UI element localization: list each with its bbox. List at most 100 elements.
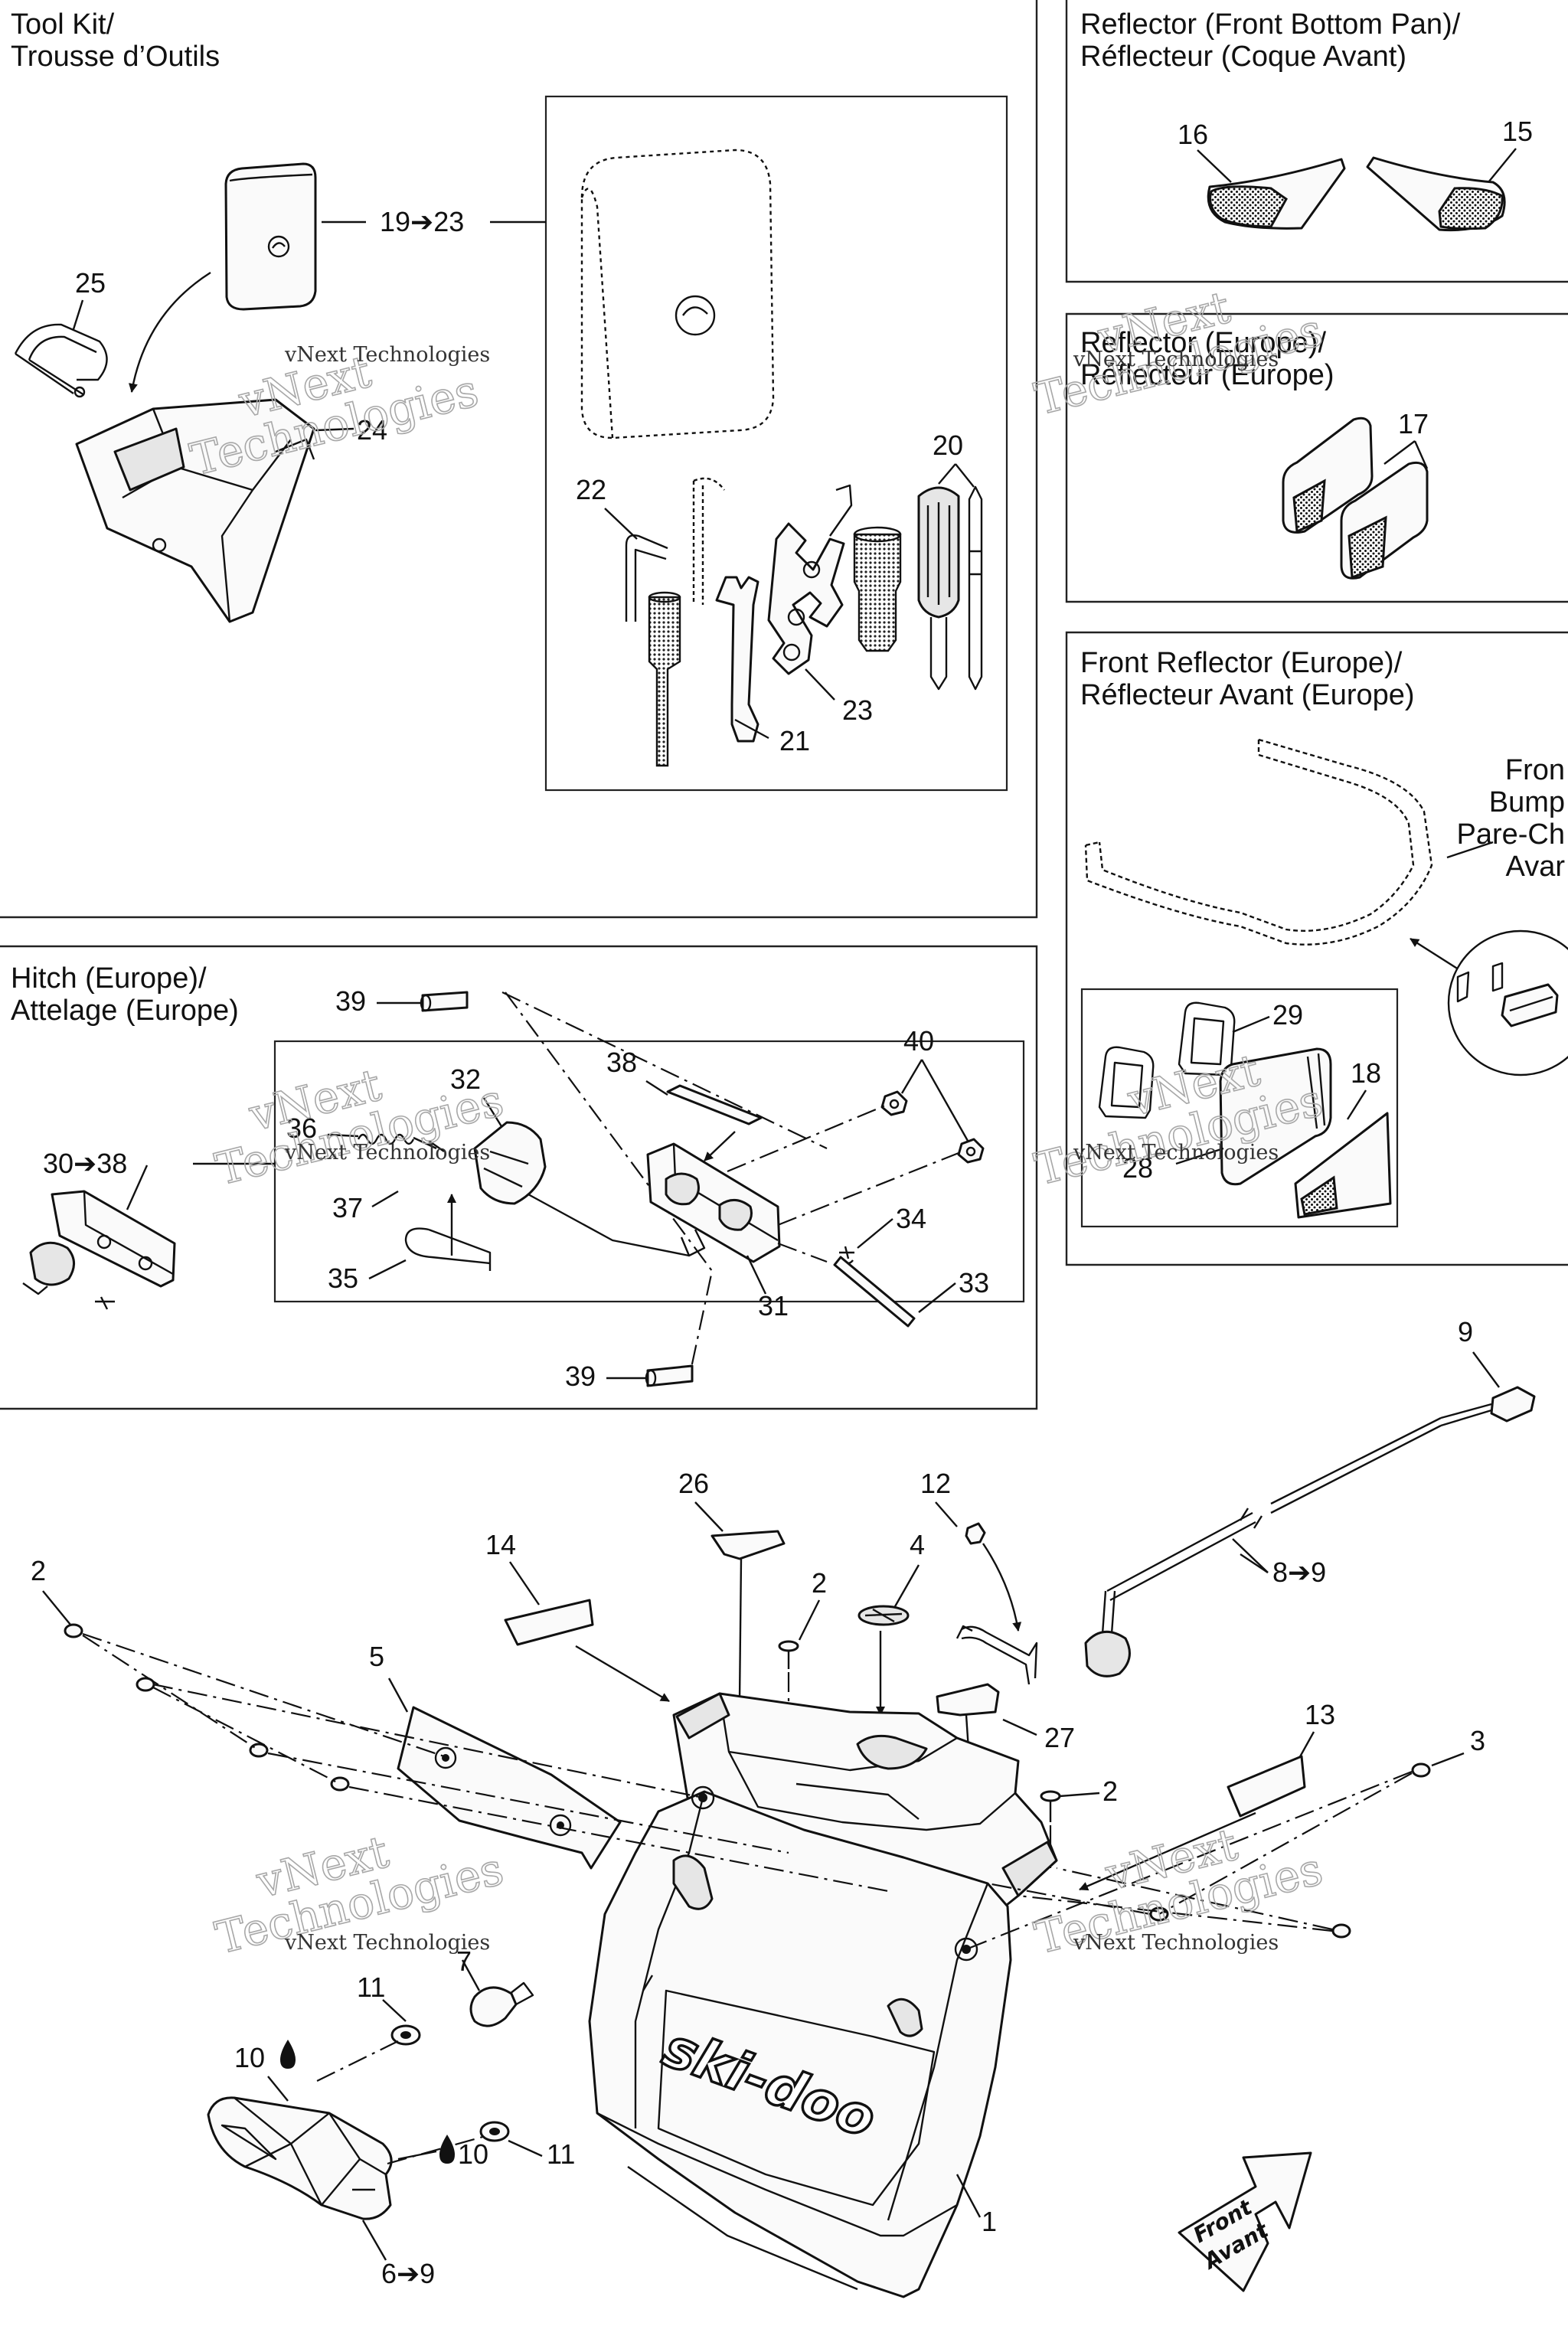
front-bumper <box>1084 738 1433 946</box>
callout-2-top: 2 <box>812 1567 827 1599</box>
callout-12: 12 <box>920 1468 951 1499</box>
callout-8-9: 8➔9 <box>1272 1557 1326 1588</box>
clip-12 <box>965 1522 986 1545</box>
watermark-1c: vNext Technologies <box>284 343 490 367</box>
screw-2-top <box>778 1640 799 1669</box>
callout-4: 4 <box>910 1529 925 1560</box>
reflector-15 <box>1366 156 1506 232</box>
callout-20: 20 <box>933 430 963 461</box>
callout-1: 1 <box>982 2206 997 2237</box>
pin-35 <box>404 1227 492 1271</box>
reflector-clip-detail <box>1456 962 1559 1027</box>
tool-kit-section: 19➔23 25 24 <box>14 149 983 767</box>
hitch-section: 39 30➔38 32 36 <box>22 985 989 1392</box>
callout-10-bottom: 10 <box>458 2138 488 2170</box>
reflector-housing-28 <box>1219 1047 1332 1186</box>
grommet-11-bottom <box>479 2121 510 2142</box>
callout-22: 22 <box>576 474 606 505</box>
callout-33: 33 <box>959 1267 989 1298</box>
allen-key-22 <box>625 477 725 622</box>
decal-14 <box>504 1599 594 1646</box>
callout-39-bottom: 39 <box>565 1361 596 1392</box>
washers-right <box>1149 1762 1431 1939</box>
watermark-4c: vNext Technologies <box>1073 1141 1279 1165</box>
wrench-21 <box>715 576 760 743</box>
callout-21: 21 <box>779 725 810 756</box>
reflector-17 <box>1282 416 1429 580</box>
callout-11-bottom: 11 <box>547 2138 575 2170</box>
decal-27 <box>936 1683 1000 1717</box>
spark-plug-socket <box>853 526 902 652</box>
washers-left <box>64 1623 350 1792</box>
section-frames <box>0 0 1568 1410</box>
bolt-39-top <box>420 991 469 1012</box>
front-bumper-label-3: Pare-Ch <box>1457 818 1566 851</box>
callout-18: 18 <box>1351 1057 1381 1089</box>
main-assembly: 9 8➔9 12 26 <box>31 1316 1536 2298</box>
watermark-5c: vNext Technologies <box>284 1931 490 1955</box>
clip-25 <box>14 323 108 398</box>
callout-13: 13 <box>1305 1699 1335 1730</box>
callout-11-top: 11 <box>357 1971 385 2003</box>
front-arrow-badge: Front Avant <box>1178 2151 1312 2292</box>
reflector-pan-title-fr: Réflecteur (Coque Avant) <box>1080 41 1406 73</box>
plate-38 <box>666 1084 763 1125</box>
tool-kit-title-fr: Trousse d’Outils <box>11 41 220 73</box>
callout-26: 26 <box>678 1468 709 1499</box>
front-bumper-label-4: Avar <box>1506 851 1566 883</box>
front-reflector-section: 29 28 18 <box>1084 738 1568 1219</box>
screw-2-right <box>1040 1790 1061 1822</box>
callout-30-38: 30➔38 <box>43 1148 127 1179</box>
callout-32: 32 <box>450 1063 481 1095</box>
reflector-16 <box>1207 158 1346 230</box>
callout-31: 31 <box>758 1290 789 1321</box>
decal-26 <box>710 1530 786 1560</box>
callout-40: 40 <box>903 1025 934 1057</box>
hitch-title-fr: Attelage (Europe) <box>11 995 239 1027</box>
tool-kit-title: Tool Kit/ <box>11 8 115 41</box>
bolt-39-bottom <box>645 1364 694 1387</box>
watermark-6c: vNext Technologies <box>1073 1931 1279 1955</box>
callout-39-top: 39 <box>335 985 366 1017</box>
coupler-32 <box>473 1121 690 1257</box>
callout-2-left: 2 <box>31 1555 46 1586</box>
callout-36: 36 <box>286 1112 317 1144</box>
reflector-pan-section: 16 15 <box>1178 116 1533 232</box>
side-panel-5 <box>397 1706 622 1870</box>
hitch-assembly-30 <box>22 1190 176 1310</box>
callout-16: 16 <box>1178 119 1208 150</box>
reflector-pan-title: Reflector (Front Bottom Pan)/ <box>1080 8 1461 41</box>
front-bumper-label-1: Fron <box>1505 754 1565 786</box>
section-headers: Tool Kit/ Trousse d’Outils Reflector (Fr… <box>11 8 1565 1027</box>
callout-19-23: 19➔23 <box>380 206 464 237</box>
drop-icon <box>280 2040 296 2069</box>
grommet-11-top <box>390 2024 421 2046</box>
callout-6-9: 6➔9 <box>381 2258 435 2289</box>
harness-8 <box>1084 1416 1442 1677</box>
callout-27: 27 <box>1044 1722 1075 1753</box>
front-reflector-title-fr: Réflecteur Avant (Europe) <box>1080 679 1415 711</box>
bulb-7 <box>469 1981 534 2027</box>
callout-3: 3 <box>1470 1725 1485 1756</box>
emblem-4 <box>858 1605 910 1626</box>
callout-24: 24 <box>357 414 387 446</box>
callout-14: 14 <box>485 1529 516 1560</box>
hitch-title: Hitch (Europe)/ <box>11 962 207 995</box>
front-bumper-label-2: Bump <box>1489 786 1565 818</box>
callout-25: 25 <box>75 267 106 299</box>
callout-23: 23 <box>842 694 873 726</box>
headlight <box>207 2096 393 2220</box>
callout-29: 29 <box>1272 999 1303 1031</box>
callout-28: 28 <box>1122 1152 1153 1184</box>
front-reflector-title: Front Reflector (Europe)/ <box>1080 647 1403 679</box>
hitch-bracket-31 <box>646 1142 781 1263</box>
tool-pouch-large <box>580 149 775 439</box>
upper-cowl <box>672 1692 1058 1916</box>
cable-7 <box>956 1625 1038 1685</box>
connector-9 <box>1440 1386 1536 1427</box>
bottom-pan-1: ski-doo <box>588 1785 1012 2298</box>
bracket-29 <box>1098 1001 1236 1119</box>
watermark-2c: vNext Technologies <box>1073 348 1279 371</box>
callout-10-top: 10 <box>234 2042 265 2073</box>
